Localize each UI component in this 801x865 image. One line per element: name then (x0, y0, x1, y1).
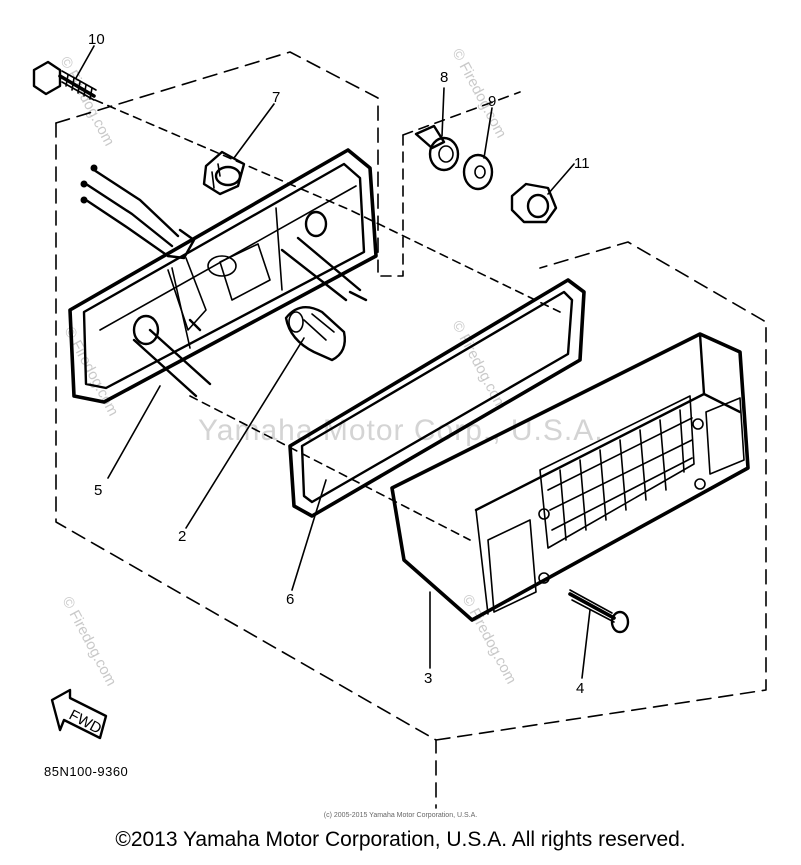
callout-2: 2 (178, 528, 186, 545)
firedog-watermark: © Firedog.com (448, 46, 509, 141)
fwd-arrow-icon: FWD (50, 688, 108, 740)
screw-part-4 (568, 589, 630, 634)
callout-3: 3 (424, 670, 432, 687)
callout-labels: 10 7 8 9 11 5 2 6 3 4 (88, 31, 590, 697)
callout-6: 6 (286, 591, 294, 608)
firedog-watermark: © Firedog.com (58, 594, 119, 689)
bulb-part-2 (284, 306, 346, 362)
small-copyright: (c) 2005-2015 Yamaha Motor Corporation, … (323, 812, 478, 819)
callout-11: 11 (574, 155, 590, 172)
grommet-part-7 (202, 150, 246, 196)
yamaha-watermark: Yamaha Motor Corp., U.S.A. (198, 414, 604, 447)
gasket-part-6 (288, 278, 586, 518)
part-code: 85N100-9360 (44, 764, 128, 779)
wire-harness (80, 164, 196, 260)
nut-part-11 (510, 182, 558, 224)
lens-part-3 (390, 332, 750, 622)
callout-7: 7 (272, 89, 280, 106)
callout-5: 5 (94, 482, 102, 499)
leader-lines (75, 45, 591, 679)
firedog-watermark: © Firedog.com (458, 592, 519, 687)
callout-9: 9 (488, 93, 496, 110)
copyright-notice: ©2013 Yamaha Motor Corporation, U.S.A. A… (115, 828, 686, 851)
callout-8: 8 (440, 69, 448, 86)
bolt-part-10 (32, 60, 97, 101)
collar-part-8 (414, 124, 460, 172)
washer-part-9 (462, 153, 494, 191)
firedog-watermark: © Firedog.com (56, 54, 117, 149)
base-housing-part-5 (68, 148, 378, 404)
callout-10: 10 (88, 31, 105, 48)
assembly-outline (55, 51, 767, 809)
callout-4: 4 (576, 680, 584, 697)
